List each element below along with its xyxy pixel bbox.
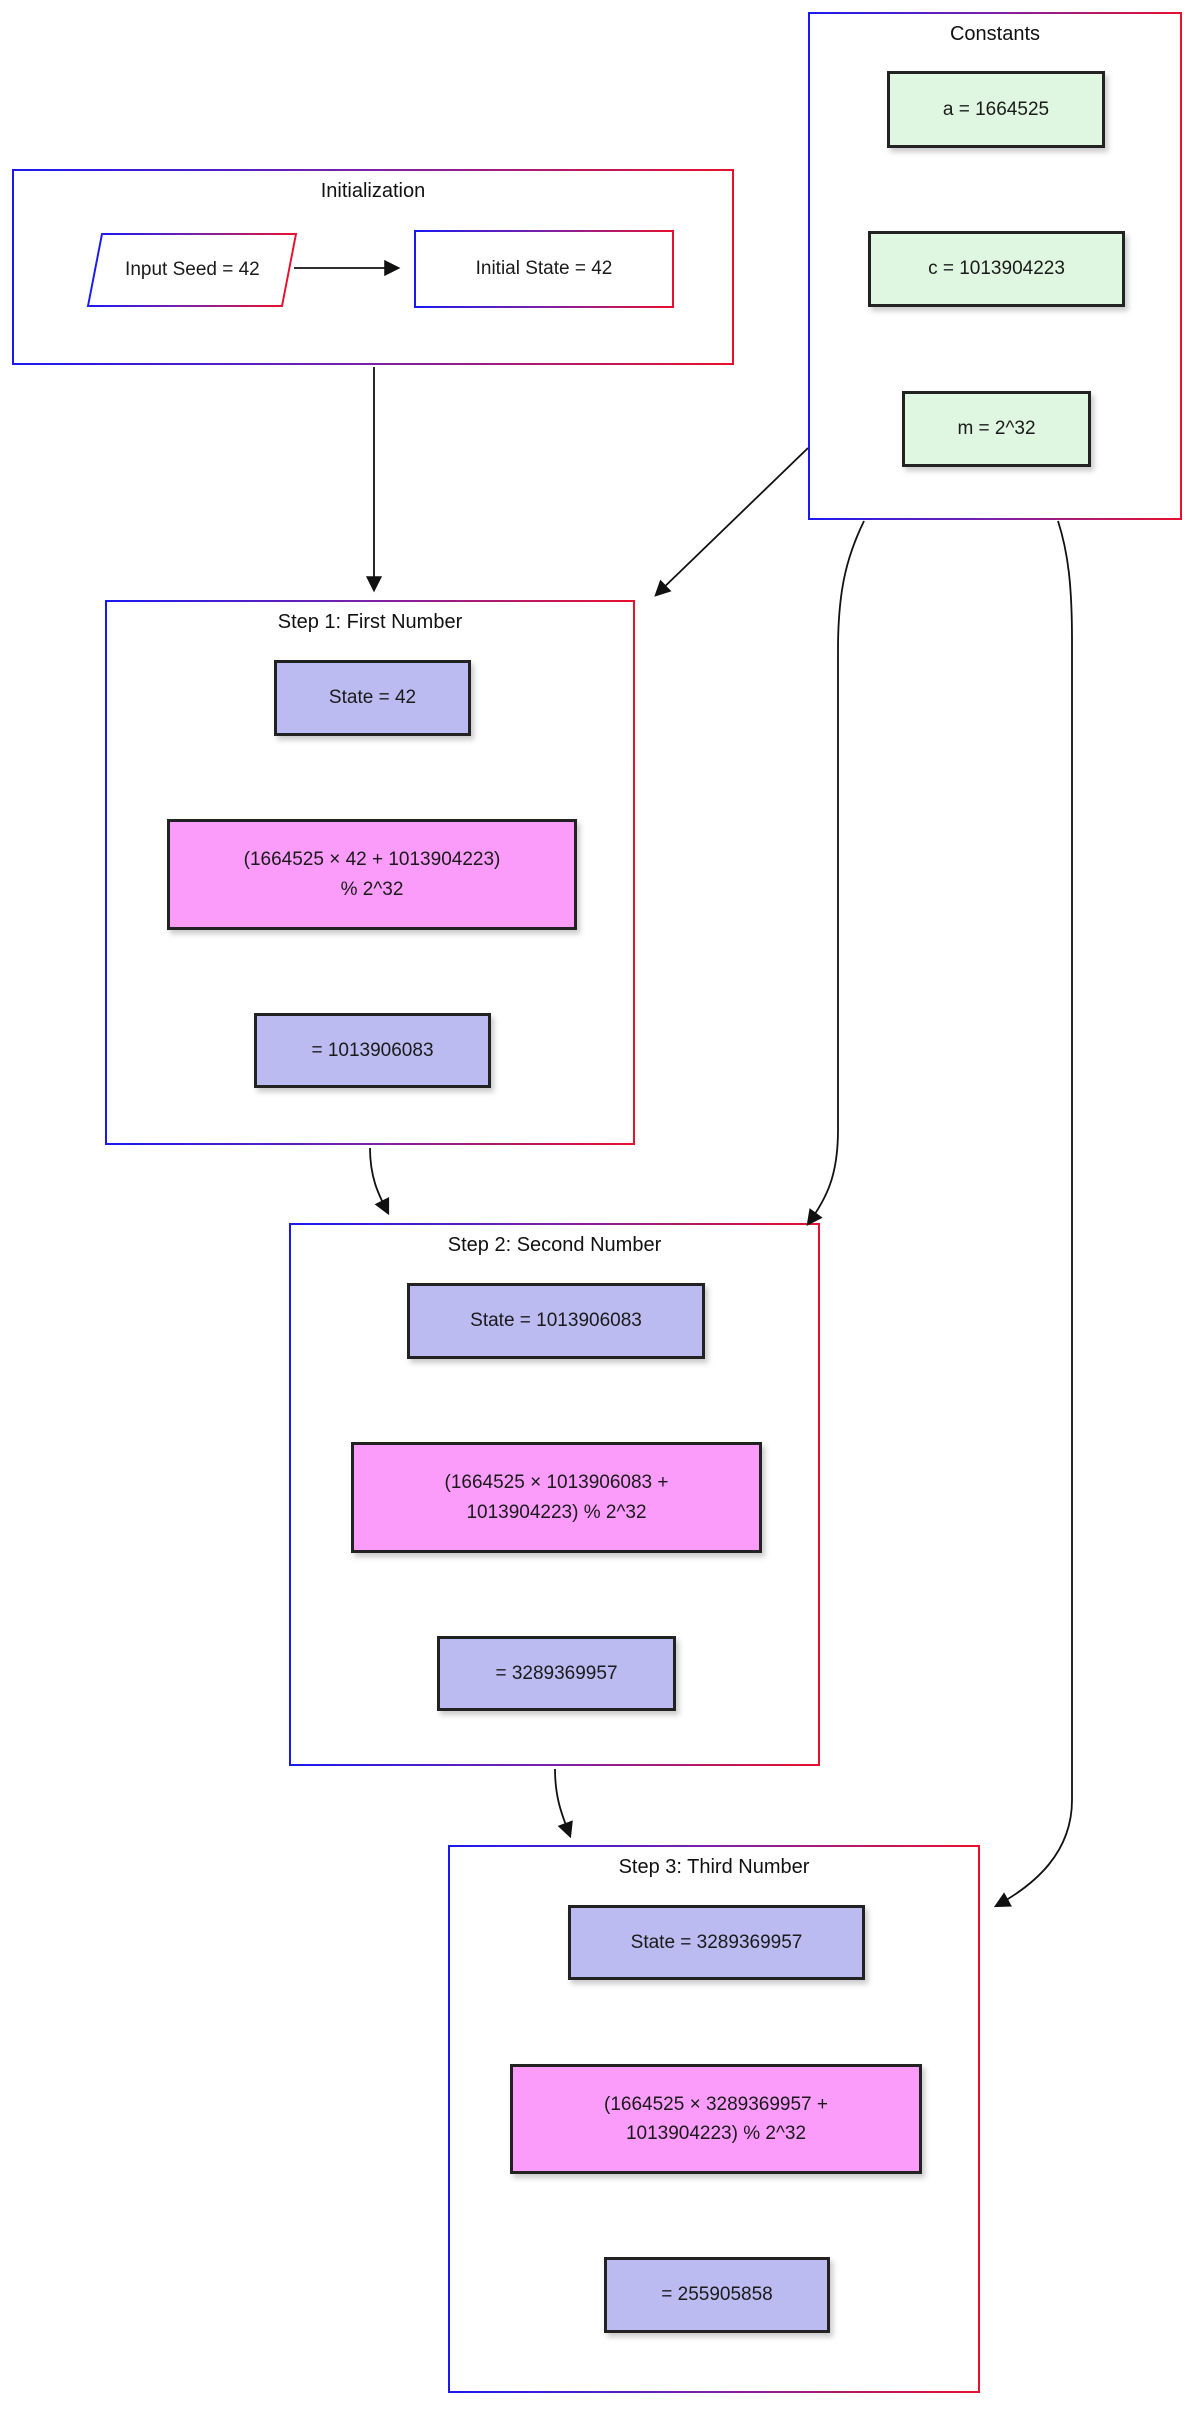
step2-calc-node: (1664525 × 1013906083 + 1013904223) % 2^…	[351, 1442, 762, 1553]
step1-title: Step 1: First Number	[277, 611, 463, 633]
step2-calc-line1: (1664525 × 1013906083 +	[444, 1472, 669, 1494]
initialization-group: Initialization Input Seed = 42 Initial S…	[12, 169, 734, 365]
step3-calc-node: (1664525 × 3289369957 + 1013904223) % 2^…	[510, 2064, 922, 2174]
arrow-step1-to-step2	[369, 1147, 390, 1216]
arrow-constants-to-step2	[806, 520, 865, 1226]
arrow-step2-to-step3	[554, 1768, 573, 1839]
constants-title: Constants	[949, 23, 1041, 45]
constants-group: Constants a = 1664525 c = 1013904223 m =…	[808, 12, 1182, 520]
step1-calc-line2: % 2^32	[340, 878, 404, 900]
step1-result-label: = 1013906083	[311, 1039, 434, 1061]
step1-result-node: = 1013906083	[254, 1013, 491, 1088]
step2-state-node: State = 1013906083	[407, 1283, 705, 1359]
step2-result-node: = 3289369957	[437, 1636, 676, 1711]
step2-state-label: State = 1013906083	[470, 1310, 642, 1332]
step3-calc-line2: 1013904223) % 2^32	[625, 2123, 807, 2144]
step3-calc-line1: (1664525 × 3289369957 +	[604, 2093, 828, 2115]
step1-calc-line1: (1664525 × 42 + 1013904223)	[243, 849, 501, 871]
step1-calc-node: (1664525 × 42 + 1013904223) % 2^32	[167, 819, 577, 930]
step1-state-node: State = 42	[274, 660, 471, 736]
step3-result-label: = 255905858	[661, 2284, 773, 2306]
arrow-constants-to-step3	[993, 520, 1073, 1908]
step3-title: Step 3: Third Number	[618, 1856, 810, 1878]
initial-state-node: Initial State = 42	[414, 230, 674, 308]
step1-state-label: State = 42	[328, 687, 417, 709]
arrow-constants-to-step1	[654, 447, 809, 597]
constant-c-label: c = 1013904223	[928, 258, 1065, 280]
step1-group: Step 1: First Number State = 42 (1664525…	[105, 600, 635, 1145]
initialization-title: Initialization	[320, 180, 426, 202]
step2-result-label: = 3289369957	[495, 1662, 618, 1684]
step3-state-label: State = 3289369957	[630, 1931, 803, 1953]
step2-group: Step 2: Second Number State = 1013906083…	[289, 1223, 820, 1766]
step2-calc-line2: 1013904223) % 2^32	[466, 1501, 647, 1523]
constant-m-label: m = 2^32	[957, 418, 1036, 440]
input-seed-node: Input Seed = 42	[86, 233, 298, 307]
step3-state-node: State = 3289369957	[568, 1905, 865, 1980]
input-seed-label: Input Seed = 42	[124, 259, 260, 281]
step2-title: Step 2: Second Number	[447, 1234, 662, 1256]
step3-result-node: = 255905858	[604, 2257, 830, 2333]
constant-c-node: c = 1013904223	[868, 231, 1125, 307]
constant-m-node: m = 2^32	[902, 391, 1091, 467]
constant-a-node: a = 1664525	[887, 71, 1105, 148]
step3-group: Step 3: Third Number State = 3289369957 …	[448, 1845, 980, 2393]
initial-state-label: Initial State = 42	[475, 258, 613, 280]
constant-a-label: a = 1664525	[942, 98, 1050, 120]
